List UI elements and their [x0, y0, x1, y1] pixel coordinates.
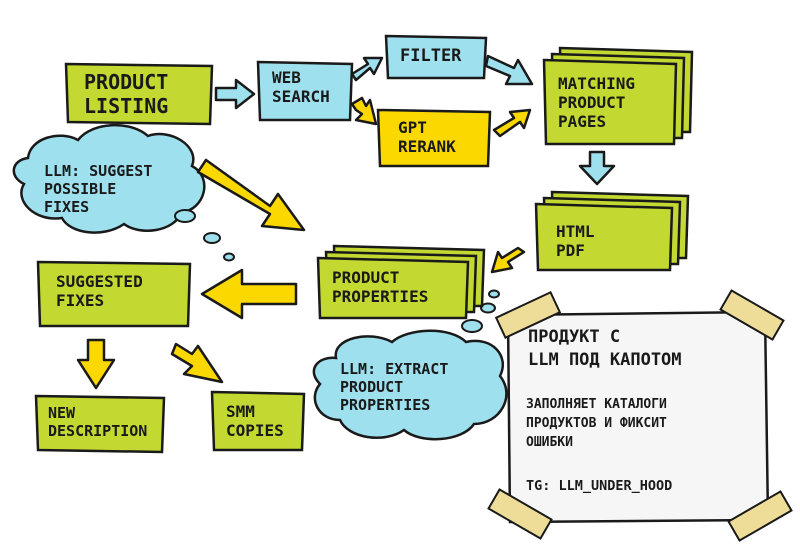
arrow-properties-to-fixes	[200, 268, 298, 320]
tape-bottom-left	[487, 488, 553, 540]
label-cloud-extract: LLM: EXTRACT PRODUCT PROPERTIES	[340, 360, 449, 414]
stack-html-pdf	[534, 190, 690, 272]
arrow-fixes-to-description	[76, 338, 116, 390]
label-smm-copies: SMM COPIES	[226, 402, 284, 441]
label-matching-pages: MATCHING PRODUCT PAGES	[558, 74, 636, 132]
box-new-description	[34, 394, 166, 454]
label-product-properties: PRODUCT PROPERTIES	[332, 268, 429, 307]
cloud-llm-extract	[312, 289, 508, 441]
arrow-fixes-to-smm	[170, 342, 224, 384]
sticky-note	[487, 289, 793, 542]
box-suggested-fixes	[36, 260, 192, 328]
note-title: ПРОДУКТ С LLM ПОД КАПОТОМ	[528, 327, 682, 370]
arrow-filter-to-matching	[484, 54, 534, 86]
note-tg: TG: LLM_UNDER_HOOD	[526, 478, 673, 494]
label-product-listing: PRODUCT LISTING	[84, 70, 169, 118]
arrow-html-to-properties	[490, 246, 526, 274]
label-suggested-fixes: SUGGESTED FIXES	[56, 272, 143, 311]
arrow-matching-to-html	[578, 150, 616, 186]
arrow-listing-to-search	[214, 78, 256, 110]
arrow-suggest-to-properties	[196, 158, 306, 232]
box-filter	[384, 34, 488, 80]
cloud-llm-suggest	[12, 124, 235, 262]
box-web-search	[256, 60, 354, 122]
tape-bottom-right	[727, 490, 793, 542]
label-html-pdf: HTML PDF	[556, 222, 595, 261]
note-body: ЗАПОЛНЯЕТ КАТАЛОГИ ПРОДУКТОВ И ФИКСИТ ОШ…	[526, 397, 667, 450]
stack-product-properties	[316, 244, 486, 320]
box-product-listing	[64, 62, 214, 126]
arrow-rerank-to-matching	[492, 108, 532, 138]
label-new-description: NEW DESCRIPTION	[48, 404, 148, 440]
box-smm-copies	[210, 390, 306, 452]
label-web-search: WEB SEARCH	[272, 68, 330, 107]
tape-top-left	[494, 291, 562, 339]
tape-top-right	[719, 289, 785, 341]
arrow-search-to-rerank	[350, 96, 378, 126]
label-gpt-rerank: GPT RERANK	[398, 118, 456, 157]
stack-matching-pages	[542, 46, 694, 146]
label-filter: FILTER	[400, 46, 462, 66]
box-gpt-rerank	[376, 108, 492, 168]
label-cloud-suggest: LLM: SUGGEST POSSIBLE FIXES	[44, 162, 153, 216]
arrow-search-to-filter	[350, 56, 384, 82]
